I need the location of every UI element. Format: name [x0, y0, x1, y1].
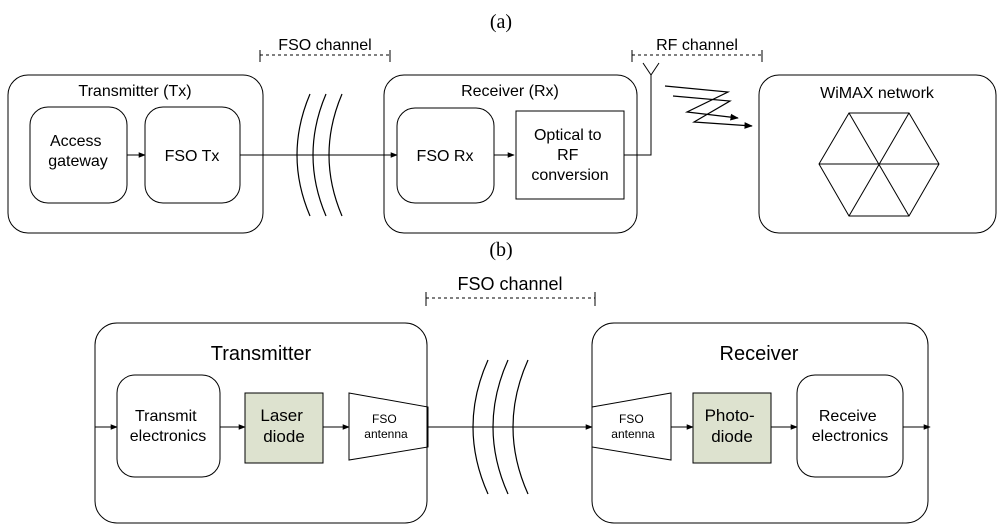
- rf-antenna-icon: [624, 62, 660, 156]
- transmitter-title: Transmitter: [211, 343, 312, 365]
- receiver-rx-title: Receiver (Rx): [461, 83, 559, 100]
- wimax-network-title: WiMAX network: [820, 85, 935, 102]
- fso-channel-label-a: FSO channel: [278, 37, 371, 54]
- rf-link-icon: [664, 85, 753, 129]
- access-gateway-label: Access gateway: [48, 133, 108, 170]
- fso-wave-icon-a: [296, 93, 343, 217]
- fso-rx-label: FSO Rx: [417, 148, 474, 165]
- fso-antenna-tx-icon: [348, 392, 429, 461]
- receiver-title: Receiver: [720, 343, 799, 365]
- fso-antenna-rx-icon: [591, 392, 672, 461]
- fso-antenna-rx-label: FSO antenna: [611, 412, 655, 441]
- photo-diode-label: Photo- diode: [705, 406, 760, 446]
- fso-antenna-tx-label: FSO antenna: [364, 412, 408, 441]
- laser-diode-label: Laser diode: [260, 406, 307, 446]
- transmitter-box: [94, 322, 428, 524]
- transmitter-tx-box: [7, 74, 264, 234]
- rf-channel-bracket: [631, 50, 763, 62]
- optical-to-rf-label: Optical to RF conversion: [531, 127, 608, 184]
- fso-tx-label: FSO Tx: [165, 148, 220, 165]
- receiver-rx-box: [383, 74, 638, 234]
- fso-channel-bracket-a: [259, 50, 391, 62]
- photo-diode-box: [692, 392, 772, 464]
- transmitter-tx-title: Transmitter (Tx): [78, 83, 191, 100]
- laser-diode-box: [244, 392, 324, 464]
- panel-a-label: (a): [490, 11, 512, 33]
- fso-channel-bracket-b: [425, 292, 596, 306]
- receive-electronics-label: Receive electronics: [812, 408, 888, 445]
- receive-electronics-box: [796, 374, 904, 478]
- transmit-electronics-label: Transmit electronics: [130, 408, 206, 445]
- wimax-network-box: [758, 74, 997, 234]
- hexagon-cell-icon: [818, 112, 940, 217]
- transmit-electronics-box: [116, 374, 221, 478]
- fso-wave-icon-b: [472, 359, 529, 495]
- fso-channel-label-b: FSO channel: [457, 274, 562, 294]
- rf-channel-label: RF channel: [656, 37, 738, 54]
- panel-b-label: (b): [489, 239, 512, 261]
